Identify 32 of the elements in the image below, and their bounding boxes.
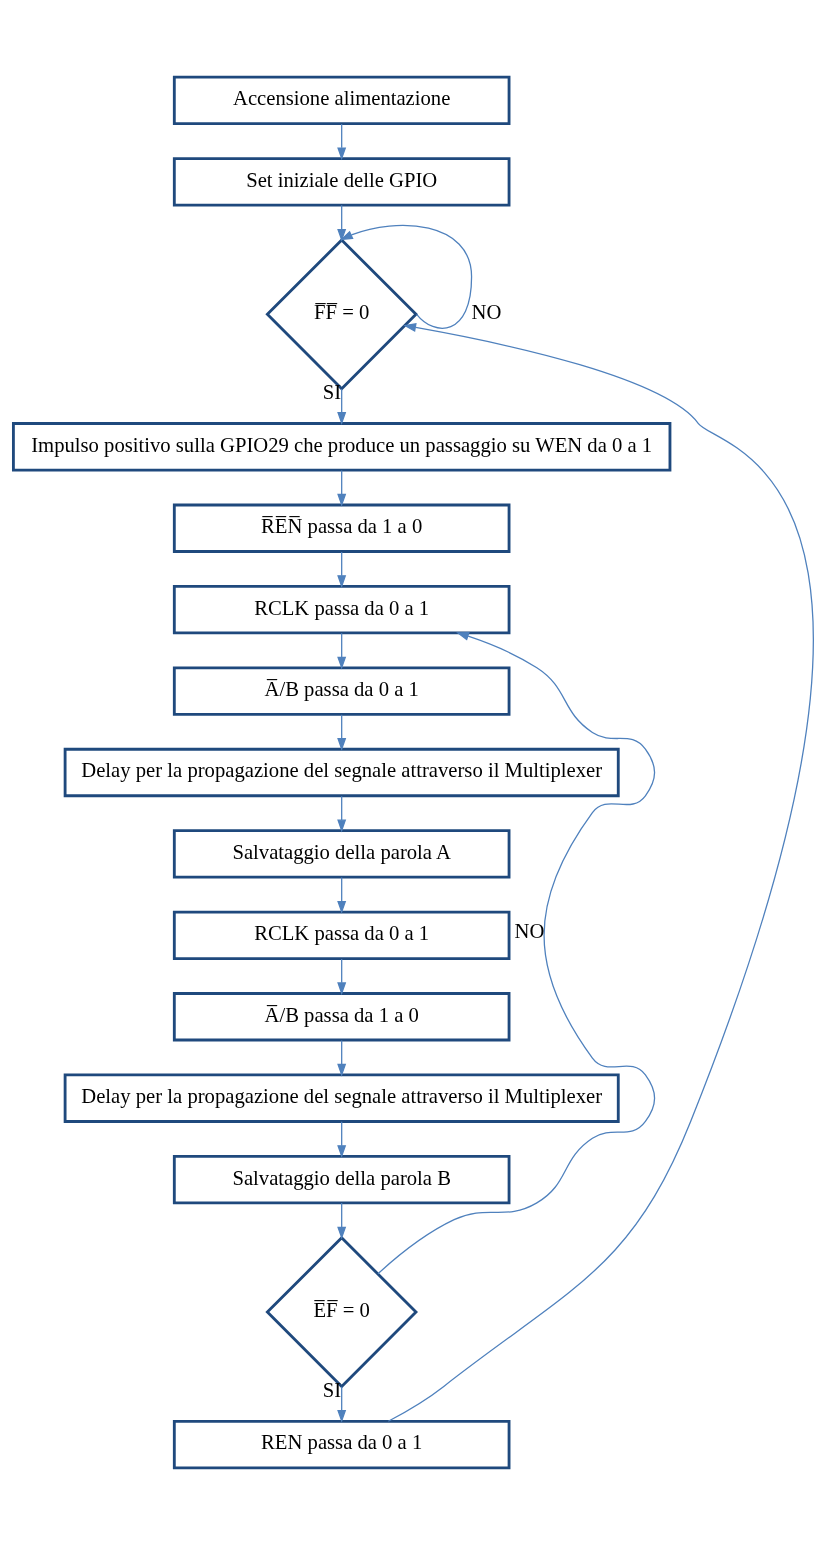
edge-label: NO	[471, 301, 502, 324]
node-box: R̅E̅N̅ passa da 1 a 0	[172, 503, 511, 553]
arrow	[337, 795, 347, 833]
node-box: Salvataggio della parola B	[172, 1154, 511, 1205]
arrow	[337, 469, 347, 507]
arrow	[337, 1039, 347, 1077]
node-box: Delay per la propagazione del segnale attraverso il Multiplexer	[63, 747, 620, 798]
arrow	[337, 876, 347, 914]
arrow	[337, 1121, 347, 1159]
arrow	[377, 631, 656, 1275]
arrow	[387, 323, 814, 1422]
node-box: Salvataggio della parola A	[172, 829, 511, 879]
arrow	[337, 1386, 347, 1423]
arrow	[339, 224, 473, 329]
arrow	[337, 123, 347, 161]
arrow	[337, 551, 347, 589]
arrow	[337, 1202, 347, 1240]
node-box: Impulso positivo sulla GPIO29 che produce un passaggio su WEN da 0 a 1	[12, 422, 672, 472]
arrow	[337, 388, 347, 426]
edge-label: NO	[514, 920, 545, 943]
node-box: Accensione alimentazione	[172, 75, 511, 126]
node-box: REN passa da 0 a 1	[172, 1419, 511, 1470]
node-box: Set iniziale delle GPIO	[172, 157, 511, 207]
arrow	[337, 204, 347, 242]
arrow	[337, 958, 347, 996]
node-box: RCLK passa da 0 a 1	[172, 584, 511, 635]
node-box: RCLK passa da 0 a 1	[172, 910, 511, 961]
arrow	[337, 714, 347, 751]
node-box: A̅/B passa da 0 a 1	[172, 666, 511, 716]
node-box: A̅/B passa da 1 a 0	[172, 992, 511, 1042]
arrow	[337, 632, 347, 670]
node-box: Delay per la propagazione del segnale attraverso il Multiplexer	[63, 1073, 620, 1123]
